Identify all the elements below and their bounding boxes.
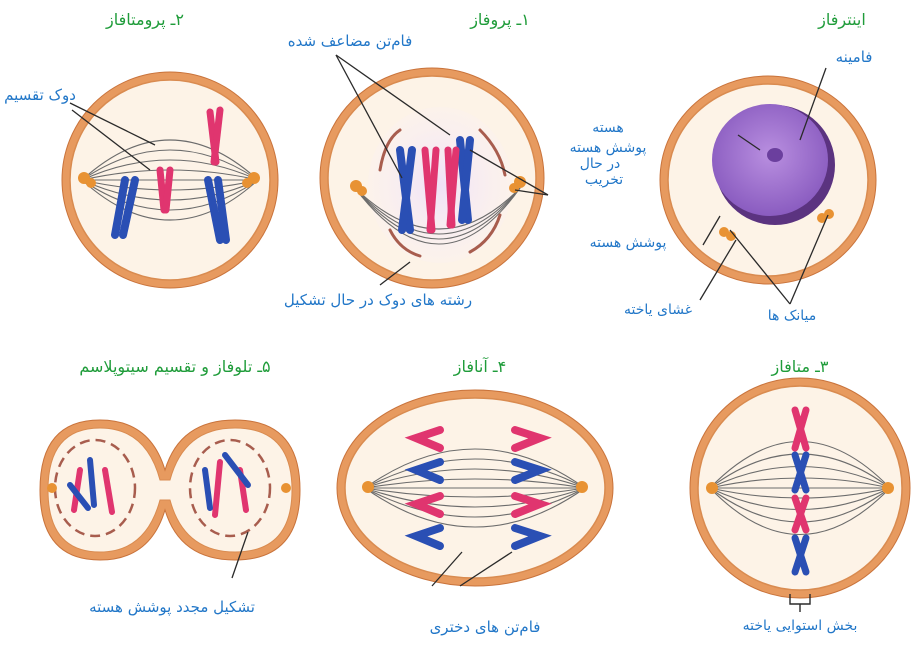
- label-equatorial-region: بخش استوایی یاخته: [743, 618, 858, 634]
- label-chromatin: فامینه: [836, 48, 873, 66]
- cell-metaphase: [690, 378, 910, 612]
- title-anaphase: ۴ـ آنافاز: [453, 357, 506, 377]
- label-duplicated-chromosome: فام‌تن مضاعف شده: [288, 32, 413, 50]
- label-spindle: دوک تقسیم: [4, 86, 76, 104]
- label-nucleus: هسته: [592, 120, 624, 136]
- title-prophase: ۱ـ پروفاز: [469, 10, 530, 30]
- label-cell-membrane: غشای یاخته: [624, 302, 692, 318]
- cell-prophase: [320, 68, 544, 288]
- label-envelope-breaking-1: پوشش هسته: [570, 140, 647, 156]
- label-daughter-chromosomes: فام‌تن های دختری: [430, 618, 541, 636]
- title-metaphase: ۳ـ متافاز: [771, 357, 829, 377]
- label-envelope-breaking-3: تخریب: [585, 172, 623, 188]
- label-forming-spindle: رشته های دوک در حال تشکیل: [284, 291, 472, 309]
- cell-telophase: [40, 420, 300, 560]
- label-envelope-breaking-2: در حال: [580, 156, 621, 172]
- cell-anaphase: [337, 390, 613, 586]
- title-telophase: ۵ـ تلوفاز و تقسیم سیتوپلاسم: [79, 357, 270, 377]
- nucleolus: [767, 148, 783, 162]
- cell-interphase: [660, 76, 876, 284]
- title-interphase: اینترفاز: [817, 10, 866, 30]
- label-nuclear-envelope: پوشش هسته: [590, 235, 667, 251]
- label-envelope-reformation: تشکیل مجدد پوشش هسته: [89, 598, 255, 617]
- cell-prometaphase: [62, 72, 278, 288]
- title-prometaphase: ۲ـ پرومتافاز: [105, 10, 184, 30]
- label-centrioles: میانک ها: [768, 308, 817, 324]
